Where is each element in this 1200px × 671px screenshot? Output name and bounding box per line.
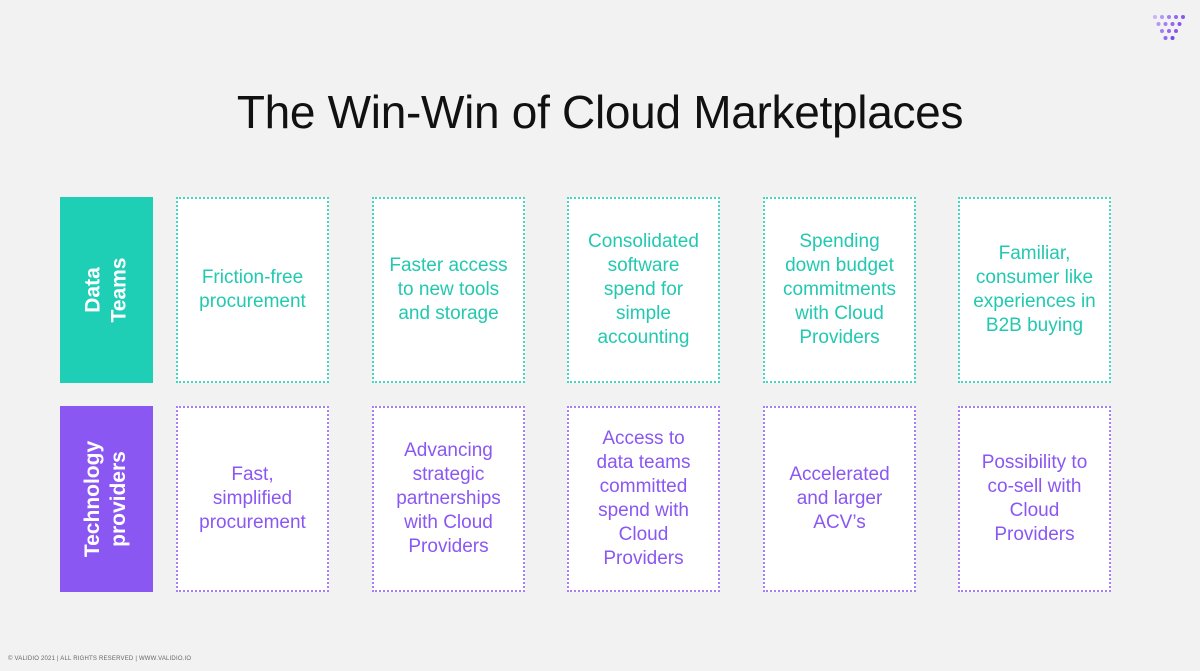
card-text: Access to data teams committed spend wit… bbox=[596, 428, 691, 569]
card-text: Consolidated software spend for simple a… bbox=[588, 231, 699, 348]
card-text: Familiar, consumer like experiences in B… bbox=[973, 243, 1096, 336]
card-data-teams-2: Faster access to new tools and storage bbox=[372, 197, 525, 383]
card-text: Spending down budget commitments with Cl… bbox=[783, 231, 896, 348]
card-text: Faster access to new tools and storage bbox=[389, 255, 508, 324]
card-text: Advancing strategic partnerships with Cl… bbox=[396, 440, 501, 557]
card-tech-providers-1: Fast, simplified procurement bbox=[176, 406, 329, 592]
card-text: Accelerated and larger ACV’s bbox=[789, 464, 890, 533]
row-label-technology-providers: Technology providers bbox=[60, 406, 153, 592]
footer-copyright: © VALIDIO 2021 | ALL RIGHTS RESERVED | W… bbox=[8, 656, 192, 662]
card-tech-providers-2: Advancing strategic partnerships with Cl… bbox=[372, 406, 525, 592]
card-tech-providers-3: Access to data teams committed spend wit… bbox=[567, 406, 720, 592]
row-label-text: Technology providers bbox=[81, 440, 131, 558]
card-data-teams-5: Familiar, consumer like experiences in B… bbox=[958, 197, 1111, 383]
card-data-teams-4: Spending down budget commitments with Cl… bbox=[763, 197, 916, 383]
row-label-data-teams: Data Teams bbox=[60, 197, 153, 383]
row-label-text: Data Teams bbox=[81, 257, 131, 323]
card-text: Fast, simplified procurement bbox=[199, 464, 306, 533]
card-data-teams-1: Friction-free procurement bbox=[176, 197, 329, 383]
card-tech-providers-5: Possibility to co-sell with Cloud Provid… bbox=[958, 406, 1111, 592]
card-data-teams-3: Consolidated software spend for simple a… bbox=[567, 197, 720, 383]
validio-logo-icon bbox=[1153, 15, 1185, 40]
card-text: Possibility to co-sell with Cloud Provid… bbox=[981, 452, 1088, 545]
card-tech-providers-4: Accelerated and larger ACV’s bbox=[763, 406, 916, 592]
slide-title: The Win-Win of Cloud Marketplaces bbox=[236, 86, 964, 138]
card-text: Friction-free procurement bbox=[199, 267, 306, 312]
